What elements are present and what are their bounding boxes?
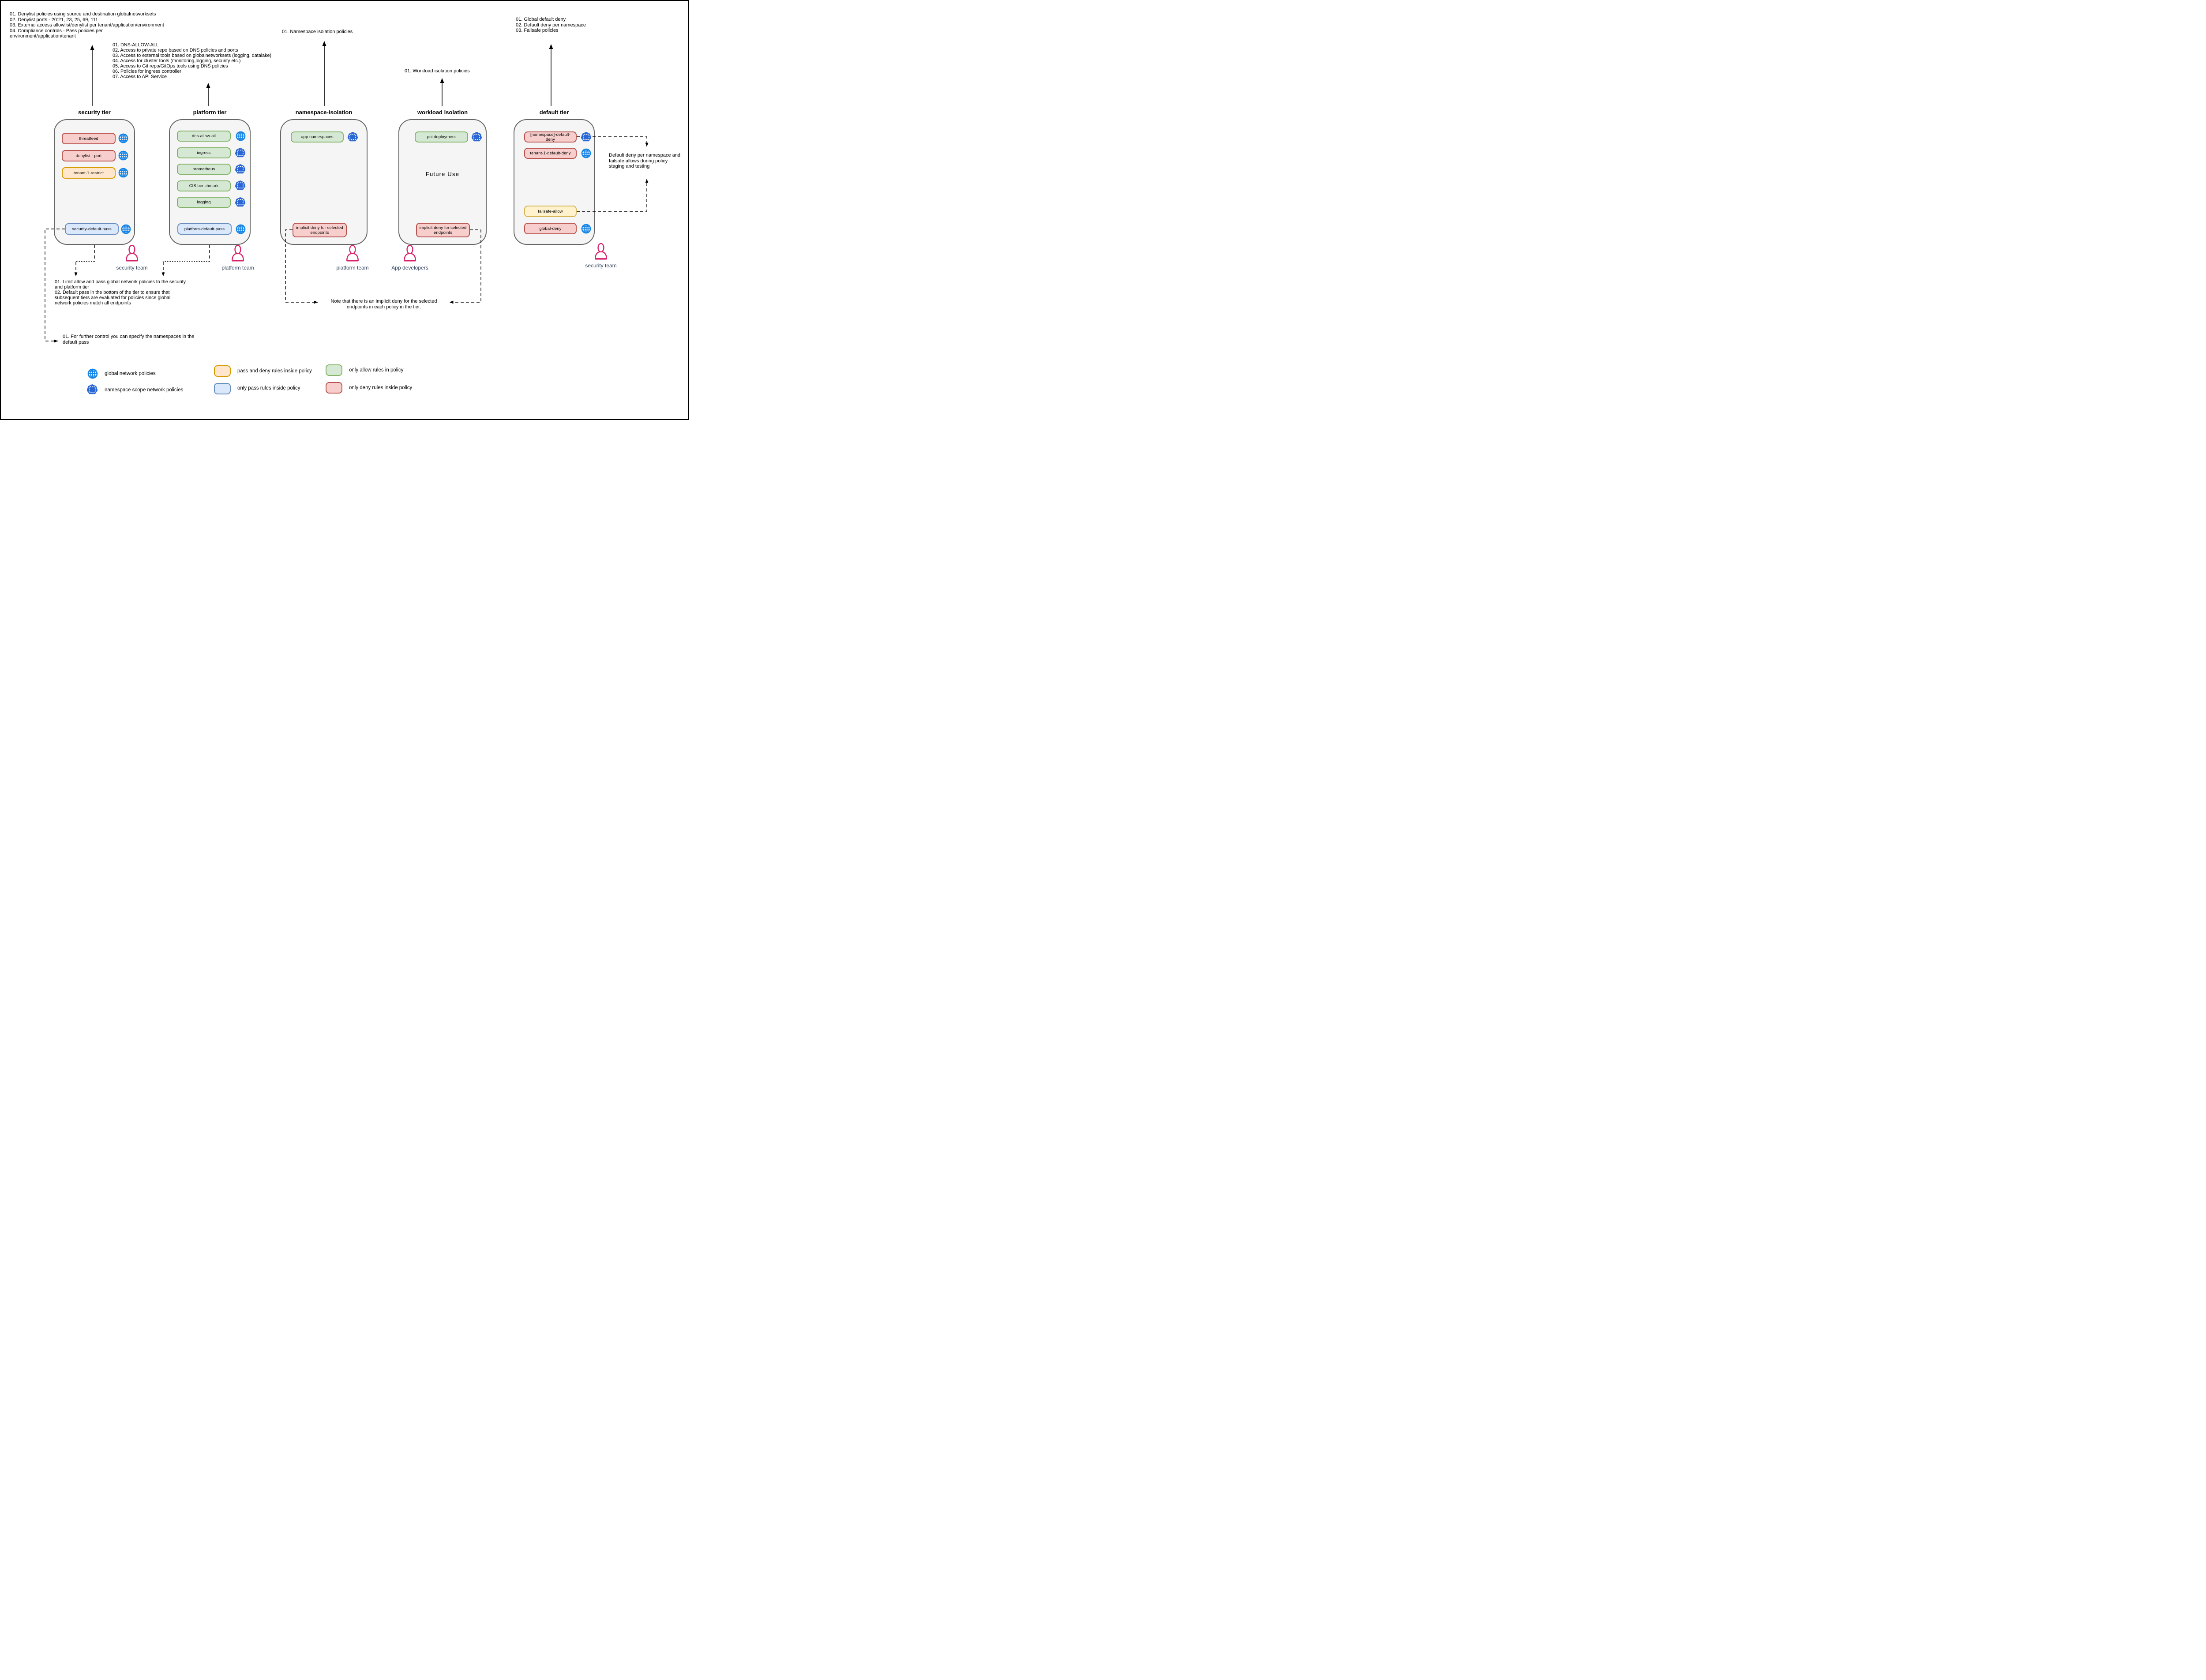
connector-security-pass-to-note [45, 229, 65, 343]
policy-security-default-pass: security-default-pass [65, 223, 119, 235]
legend-swatch-only-pass [214, 383, 231, 394]
connector-default-deny-to-staging-note [577, 136, 649, 147]
person-icon-platform-team [231, 245, 244, 262]
policy-pci-deployment: pci deployment [415, 131, 468, 142]
legend-label-pass-and-deny: pass and deny rules inside policy [237, 368, 312, 374]
legend-label-namespace-policies: namespace scope network policies [105, 387, 184, 393]
policy-threatfeed: threatfeed [62, 133, 116, 144]
person-icon-security-team [125, 245, 139, 262]
legend-label-global-policies: global network policies [105, 371, 156, 376]
policy-prometheus: prometheus [177, 164, 231, 175]
team-label-app-developers: App developers [391, 265, 428, 271]
connector-namespace-implicit-deny [285, 229, 318, 304]
person-icon-security-team-2 [594, 243, 608, 260]
legend-swatch-only-deny [326, 382, 342, 394]
global-policy-icon [236, 131, 246, 141]
implicit-deny-note: Note that there is an implicit deny for … [330, 299, 437, 310]
team-label-security-2: security team [585, 262, 617, 269]
namespace-policy-icon [235, 164, 246, 174]
legend-namespace-policy-icon [86, 384, 98, 394]
global-policy-icon [581, 224, 591, 234]
security-tier-notes: 01. Denylist policies using source and d… [10, 11, 164, 39]
policy-logging: logging [177, 197, 231, 208]
global-policy-icon [118, 150, 128, 161]
policy-ingress: ingress [177, 147, 231, 158]
namespace-policy-icon [471, 132, 482, 142]
namespace-policy-icon [581, 132, 592, 142]
policy-failsafe-allow: failsafe-allow [524, 206, 577, 217]
default-tier-notes: 01. Global default deny 02. Default deny… [516, 17, 586, 33]
person-icon-platform-team-2 [346, 245, 359, 262]
tier-title-workload: workload isolation [417, 109, 468, 116]
legend-label-only-allow: only allow rules in policy [349, 368, 404, 373]
workload-isolation-note: 01. Workload isolation policies [405, 68, 470, 74]
namespace-policy-icon [235, 148, 246, 158]
namespace-policy-icon [235, 180, 246, 190]
global-policy-icon [121, 224, 131, 234]
connector-failsafe-to-staging-note [577, 179, 649, 212]
global-policy-icon [581, 148, 591, 158]
global-policy-icon [118, 133, 128, 143]
tier-title-platform: platform tier [193, 109, 227, 116]
policy-tenant-1-restrict: tenant-1-restrict [62, 167, 116, 179]
connector-overlay [45, 41, 649, 394]
policy-dns-allow-all: dns-allow-all [177, 131, 231, 142]
workload-future-use-label: Future Use [425, 171, 460, 177]
namespace-isolation-note: 01. Namespace isolation policies [282, 29, 353, 34]
team-label-platform-2: platform team [336, 265, 369, 271]
policy-global-deny: global-deny [524, 223, 577, 234]
global-policy-icon [118, 168, 128, 178]
policy-implicit-deny-namespace: implicit deny for selected endpoints [293, 223, 347, 237]
policy-app-namespaces: app namespaces [291, 131, 344, 142]
policy-namespace-default-deny: [namespace]-default-deny [524, 131, 577, 142]
policy-implicit-deny-workload: implicit deny for selected endpoints [416, 223, 470, 237]
policy-platform-default-pass: platform-default-pass [177, 223, 232, 235]
legend-swatch-pass-and-deny [214, 365, 231, 377]
legend-global-policy-icon [87, 368, 98, 379]
tier-title-security: security tier [78, 109, 111, 116]
legend-label-only-pass: only pass rules inside policy [237, 386, 300, 391]
tier-title-default: default tier [539, 109, 569, 116]
policy-tenant-1-default-deny: tenant-1-default-deny [524, 148, 577, 159]
global-policy-icon [236, 224, 246, 234]
team-label-platform-1: platform team [221, 265, 254, 271]
namespace-policy-icon [347, 132, 358, 142]
policy-cis-benchmark: CIS benchmark [177, 180, 231, 191]
connector-workload-implicit-deny [449, 229, 481, 304]
platform-tier-notes: 01. DNS-ALLOW-ALL 02. Access to private … [113, 42, 272, 79]
policy-staging-note: Default deny per namespace and failsafe … [609, 153, 681, 169]
namespace-pass-note: 01. For further control you can specify … [63, 334, 195, 345]
policy-denylist-port: denylist - port [62, 150, 116, 161]
person-icon-app-developers [403, 245, 416, 262]
namespace-policy-icon [235, 197, 246, 207]
tier-title-namespace: namespace-isolation [295, 109, 353, 116]
legend-swatch-only-allow [326, 364, 342, 376]
legend-label-only-deny: only deny rules inside policy [349, 385, 413, 390]
tier-pass-note: 01. Limit allow and pass global network … [55, 279, 186, 306]
tiered-policy-diagram: 01. Denylist policies using source and d… [0, 0, 689, 420]
team-label-security-1: security team [116, 265, 148, 271]
